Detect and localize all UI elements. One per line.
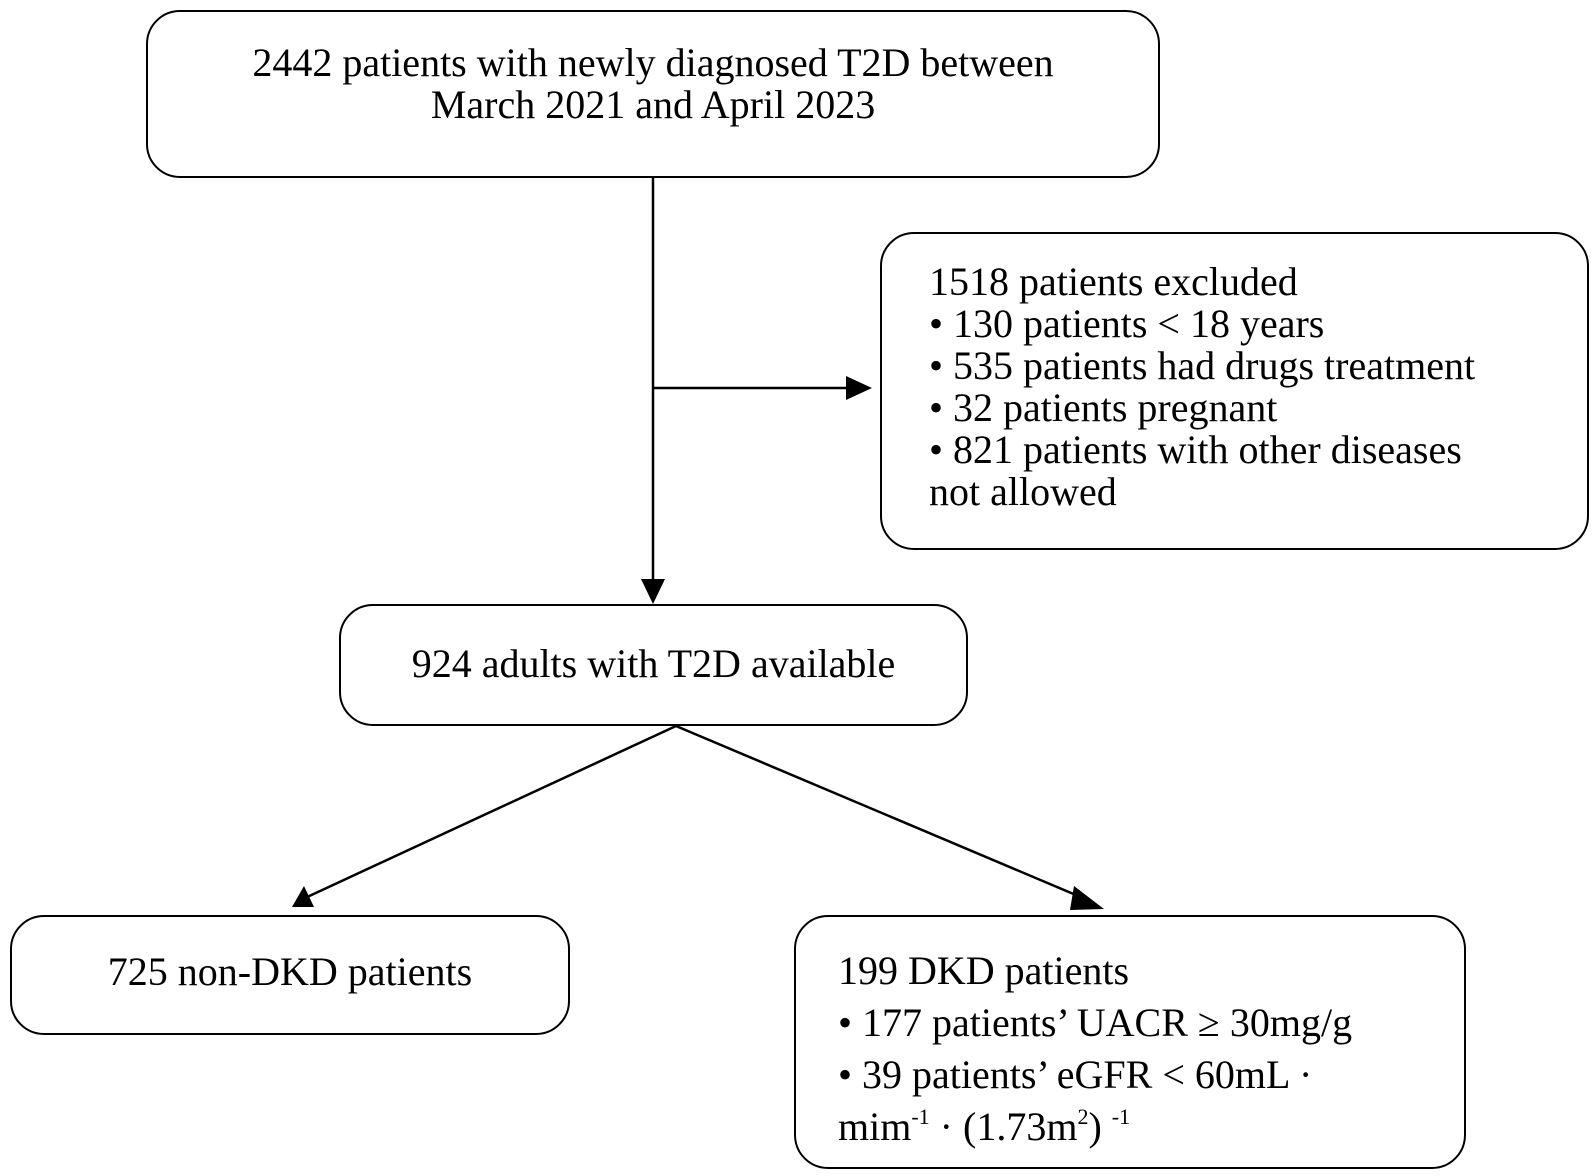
- unit-part-3: ): [1088, 1104, 1112, 1149]
- dkd-title: 199 DKD patients: [838, 948, 1130, 993]
- excluded-item-under-18: • 130 patients < 18 years: [929, 301, 1325, 346]
- excluded-item-drugs: • 535 patients had drugs treatment: [929, 343, 1476, 388]
- dkd-box: 199 DKD patients • 177 patients’ UACR ≥ …: [794, 915, 1466, 1169]
- unit-superscript-2: 2: [1077, 1104, 1089, 1129]
- available-adults-box: 924 adults with T2D available: [339, 604, 968, 726]
- excluded-item-continuation: not allowed: [929, 469, 1117, 514]
- unit-part-1: mim: [838, 1104, 912, 1149]
- arrowhead-non-dkd: [292, 886, 314, 907]
- unit-superscript-1: -1: [911, 1104, 930, 1129]
- arrowhead-excluded: [846, 376, 872, 400]
- dkd-item-egfr-units: mim-1 · (1.73m2) -1: [838, 1101, 1464, 1159]
- connector-to-dkd: [675, 724, 1084, 900]
- arrowhead-dkd: [1070, 886, 1104, 910]
- excluded-item-pregnant: • 32 patients pregnant: [929, 385, 1278, 430]
- excluded-item-other-diseases: • 821 patients with other diseases: [929, 427, 1462, 472]
- non-dkd-box: 725 non-DKD patients: [10, 915, 570, 1035]
- connector-to-non-dkd: [304, 724, 677, 900]
- arrowhead-available: [641, 579, 665, 604]
- excluded-patients-box: 1518 patients excluded • 130 patients < …: [880, 232, 1589, 550]
- available-text: 924 adults with T2D available: [411, 641, 896, 686]
- screened-patients-box: 2442 patients with newly diagnosed T2D b…: [146, 10, 1160, 178]
- dkd-item-egfr: • 39 patients’ eGFR < 60mL ·: [838, 1052, 1313, 1097]
- excluded-title: 1518 patients excluded: [929, 259, 1298, 304]
- unit-superscript-3: -1: [1111, 1104, 1131, 1129]
- screened-line-1: 2442 patients with newly diagnosed T2D b…: [252, 40, 1054, 85]
- screened-line-2: March 2021 and April 2023: [430, 82, 876, 127]
- unit-part-2: · (1.73m: [929, 1104, 1078, 1149]
- dkd-item-uacr: • 177 patients’ UACR ≥ 30mg/g: [838, 1000, 1353, 1045]
- non-dkd-text: 725 non-DKD patients: [107, 949, 473, 994]
